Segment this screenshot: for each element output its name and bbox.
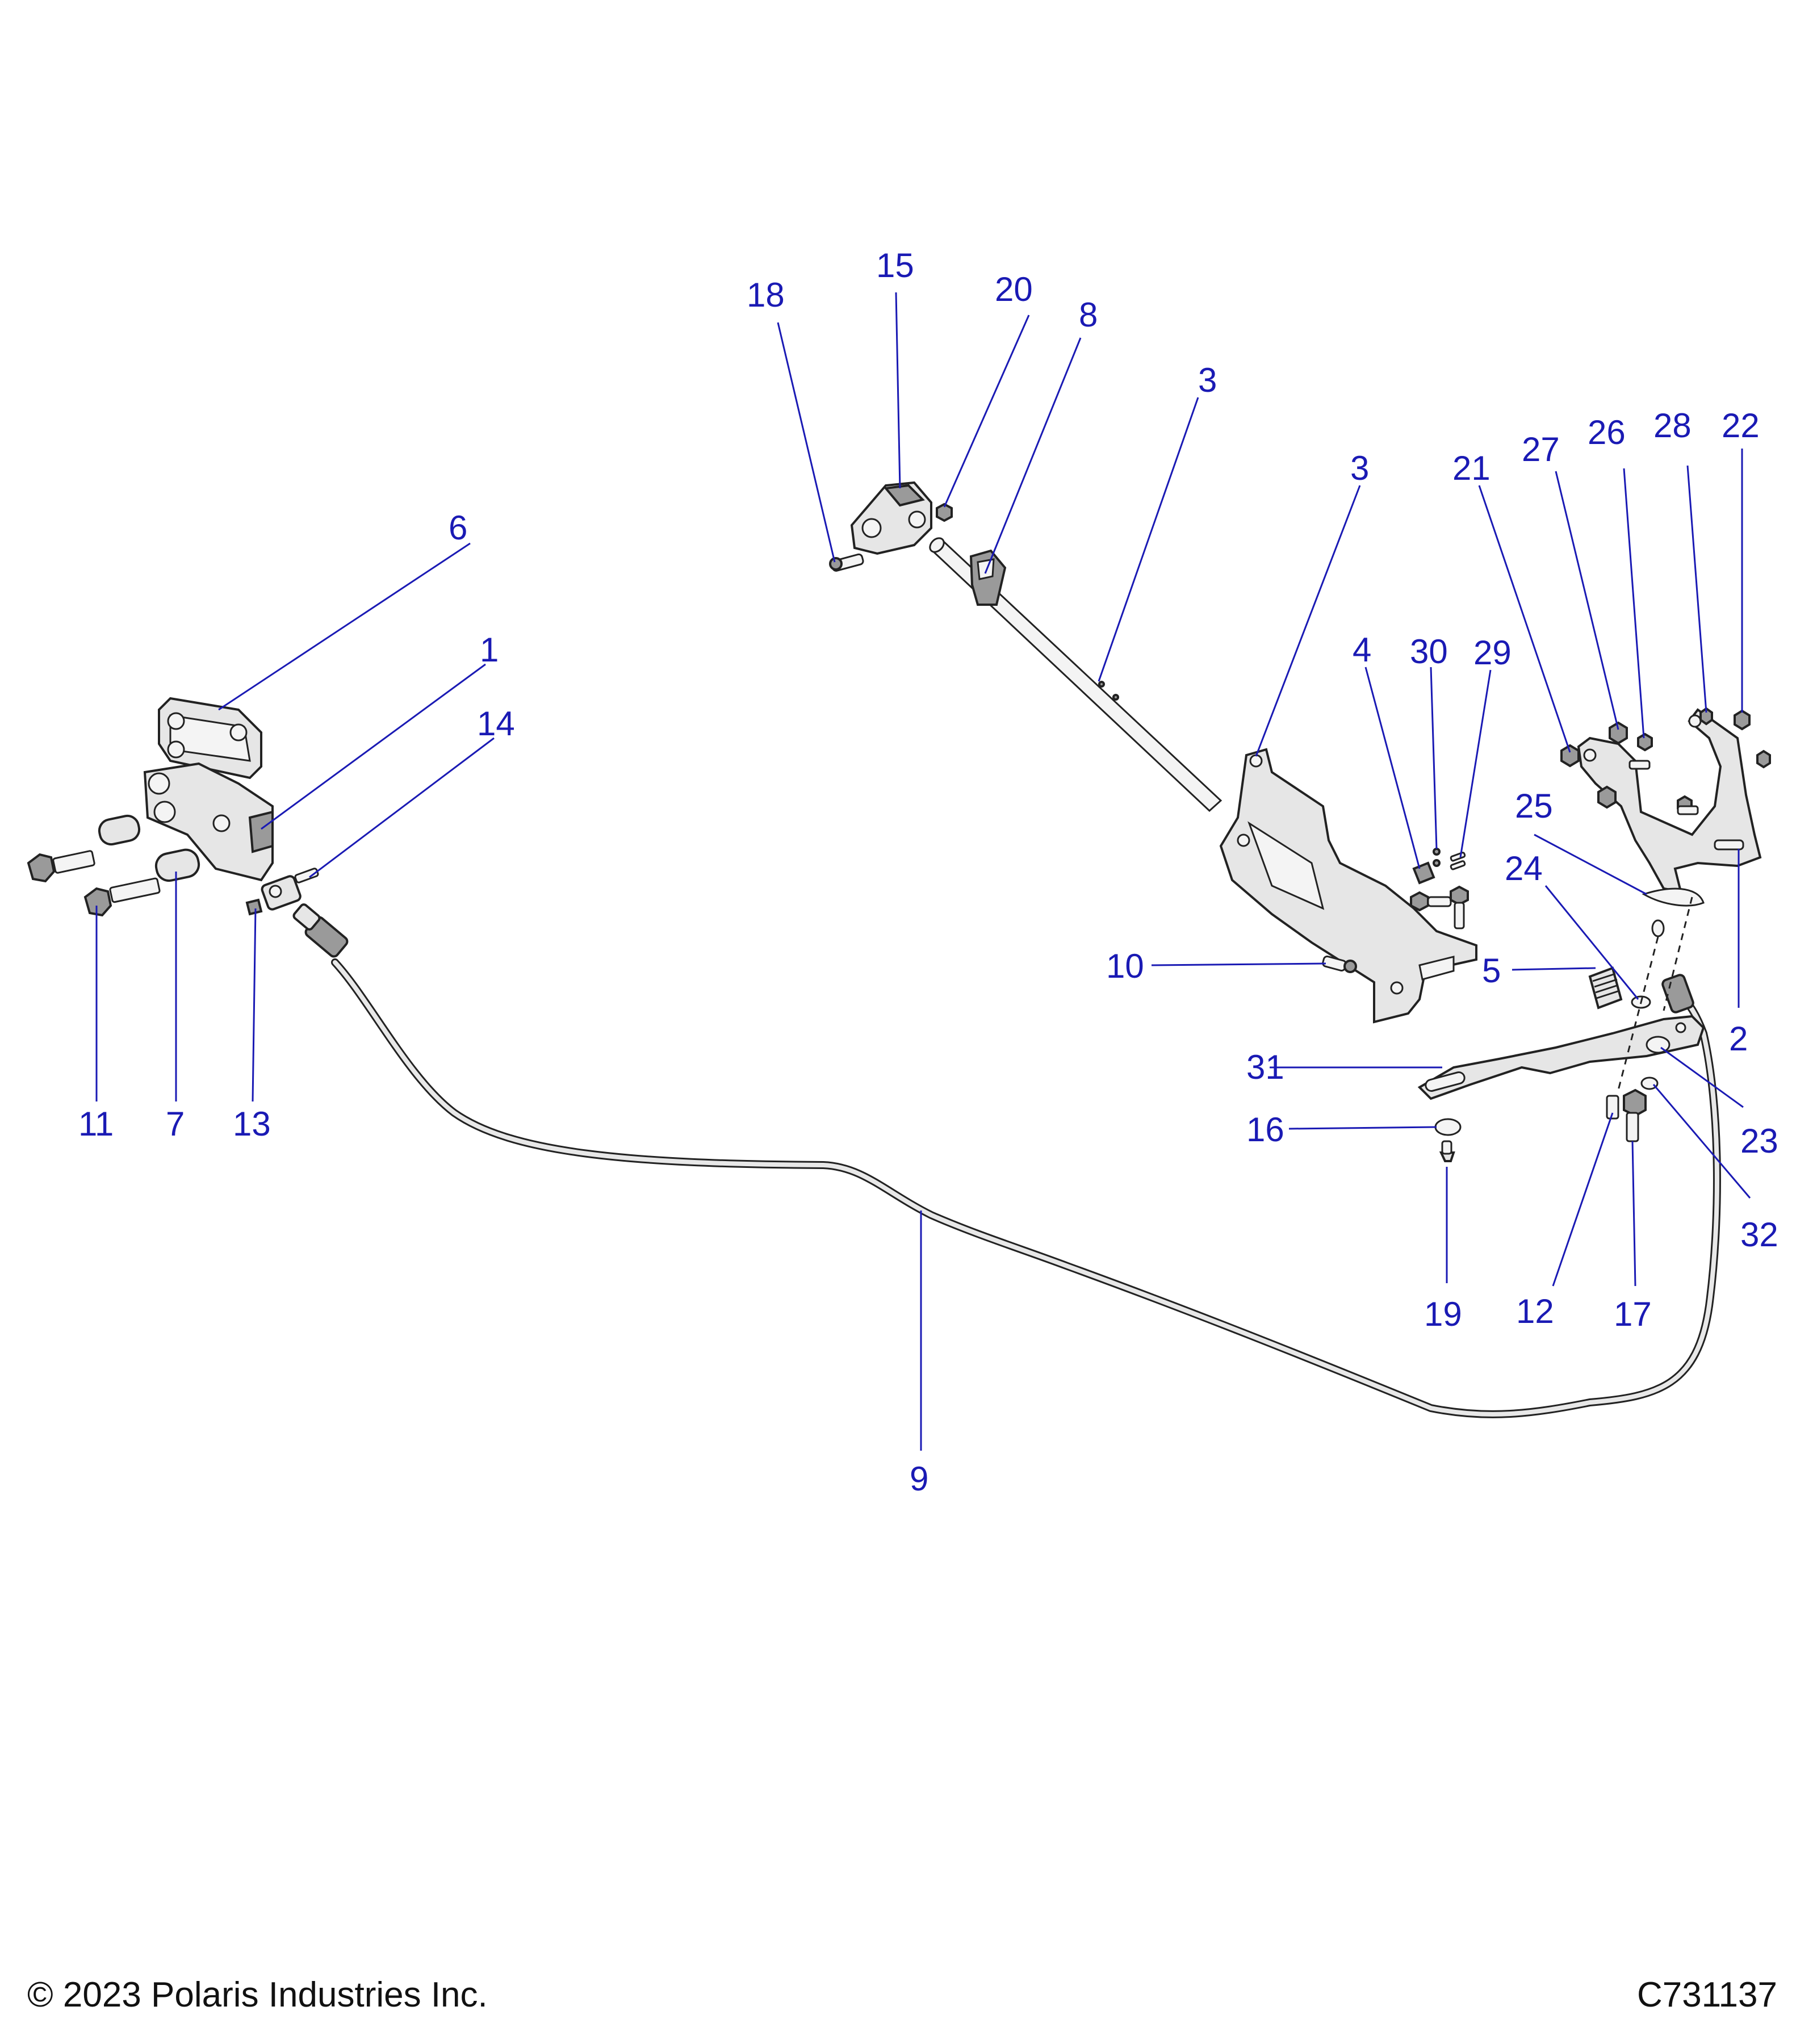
callout-labels: 6 1 14 11 7 13 18 15 20 8 3 3 4 30 29 10…	[78, 246, 1778, 1498]
assembly-dashed-lines	[1617, 897, 1693, 1091]
lever-31	[1417, 1015, 1705, 1100]
callout-29: 29	[1473, 634, 1512, 672]
callout-17: 17	[1614, 1295, 1652, 1333]
callout-27: 27	[1522, 430, 1560, 468]
shift-rod	[929, 537, 1223, 812]
clevis-and-pins	[245, 868, 319, 916]
copyright-notice: © 2023 Polaris Industries Inc.	[27, 1975, 488, 2014]
callout-1: 1	[480, 631, 499, 669]
callout-15: 15	[876, 246, 914, 284]
callout-22: 22	[1722, 407, 1760, 445]
handle-nut	[936, 502, 953, 522]
callout-6: 6	[449, 509, 467, 547]
callout-32: 32	[1740, 1216, 1778, 1254]
callout-28: 28	[1653, 407, 1692, 445]
rod-clip	[969, 549, 1007, 606]
brake-cable	[292, 903, 1721, 1418]
callout-5: 5	[1482, 952, 1501, 990]
callout-4: 4	[1353, 631, 1371, 669]
cotter-pin-25	[1642, 887, 1705, 907]
handle-pin	[829, 553, 864, 572]
callout-21: 21	[1452, 449, 1491, 487]
washers-and-fasteners	[1434, 919, 1671, 1162]
right-bracket	[1577, 708, 1762, 893]
handle-grip	[850, 481, 932, 555]
callout-10: 10	[1106, 947, 1144, 985]
callout-11: 11	[78, 1105, 114, 1143]
callout-3b: 3	[1350, 449, 1369, 487]
callout-8: 8	[1079, 296, 1098, 334]
callout-2: 2	[1729, 1020, 1748, 1058]
leader-lines	[95, 292, 1751, 1451]
callout-30: 30	[1410, 633, 1448, 671]
caliper-bracket	[143, 762, 274, 882]
callout-12: 12	[1516, 1292, 1554, 1330]
callout-14: 14	[477, 705, 515, 743]
callout-24: 24	[1505, 849, 1543, 887]
callout-3a: 3	[1198, 361, 1217, 399]
callout-18: 18	[747, 276, 785, 314]
mounting-bracket	[1219, 748, 1477, 1024]
bracket-bolt-10	[1322, 955, 1357, 973]
caliper-bolts-and-sleeves	[27, 814, 200, 917]
callout-13: 13	[233, 1105, 271, 1143]
callout-31: 31	[1246, 1048, 1284, 1086]
callout-16: 16	[1246, 1111, 1284, 1149]
callout-25: 25	[1515, 787, 1553, 825]
small-parts-4-29-30	[1410, 848, 1469, 929]
callout-20: 20	[995, 270, 1033, 308]
spring-5	[1588, 966, 1623, 1010]
callout-23: 23	[1740, 1122, 1778, 1160]
brake-pads	[158, 697, 262, 780]
drawing-number: C731137	[1636, 1975, 1777, 2014]
callout-7: 7	[166, 1105, 185, 1143]
callout-19: 19	[1424, 1295, 1462, 1333]
callout-26: 26	[1588, 413, 1626, 451]
callout-9: 9	[910, 1460, 928, 1498]
